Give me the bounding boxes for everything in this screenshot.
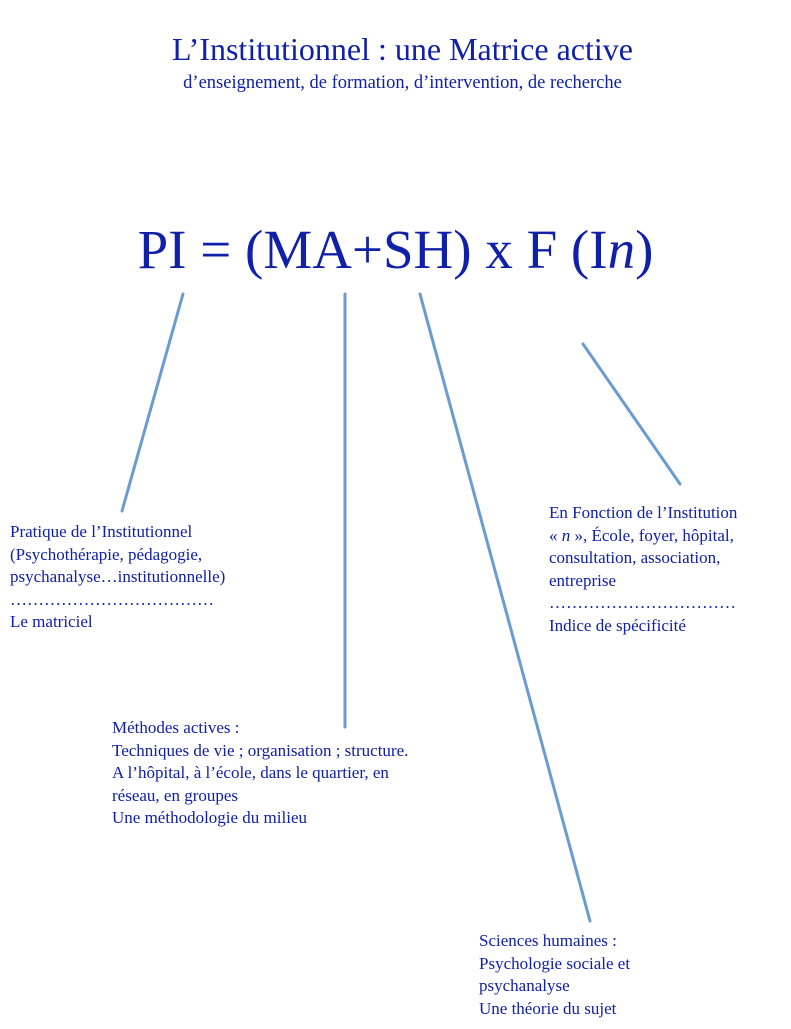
methodes-line: Une méthodologie du milieu xyxy=(112,808,307,827)
sciences-line: Une théorie du sujet xyxy=(479,998,617,1018)
methodes-line: Techniques de vie ; organisation ; struc… xyxy=(112,740,409,760)
fonction-n: n xyxy=(561,525,571,545)
sciences-block: Sciences humaines : Psychologie sociale … xyxy=(479,930,630,1020)
sciences-line: Psychologie sociale et xyxy=(479,953,631,973)
connector-in xyxy=(581,342,682,486)
connector-pi xyxy=(120,292,185,513)
methodes-line: A l’hôpital, à l’école, dans le quartier… xyxy=(112,763,389,782)
pratique-line: Le matriciel xyxy=(10,612,93,631)
methodes-heading: Méthodes actives : xyxy=(112,718,240,737)
formula-n: n xyxy=(607,219,636,280)
diagram-title: L’Institutionnel : une Matrice active xyxy=(172,31,633,67)
fonction-heading: En Fonction de l’Institution xyxy=(549,503,738,522)
sciences-line: psychanalyse xyxy=(479,976,570,995)
pratique-heading: Pratique de l’Institutionnel xyxy=(10,522,193,541)
methodes-line: réseau, en groupes xyxy=(112,785,239,805)
pratique-line: psychanalyse…institutionnelle) xyxy=(10,567,226,586)
sciences-heading: Sciences humaines : xyxy=(479,931,617,950)
dotted-separator: …………………………… xyxy=(549,593,736,612)
fonction-line: Indice de spécificité xyxy=(549,615,686,635)
quote-open: « xyxy=(549,525,562,545)
formula: PI = (MA+SH) x F (In) xyxy=(0,218,791,282)
fonction-block: En Fonction de l’Institution « n », Écol… xyxy=(549,502,737,637)
fonction-line: consultation, association, xyxy=(549,548,721,567)
formula-prefix: PI = (MA+SH) x F (I xyxy=(137,219,608,280)
pratique-line: (Psychothérapie, pédagogie, xyxy=(10,544,203,564)
fonction-rest: », École, foyer, hôpital, xyxy=(570,525,734,545)
diagram-subtitle: d’enseignement, de formation, d’interven… xyxy=(183,73,622,93)
fonction-line: « n », École, foyer, hôpital, xyxy=(549,525,737,548)
fonction-line: entreprise xyxy=(549,570,617,590)
connector-sh xyxy=(418,292,592,923)
dotted-separator: ……………………………… xyxy=(10,589,214,609)
pratique-block: Pratique de l’Institutionnel (Psychothér… xyxy=(10,521,225,634)
formula-suffix: ) xyxy=(635,219,654,280)
methodes-block: Méthodes actives : Techniques de vie ; o… xyxy=(112,717,408,830)
